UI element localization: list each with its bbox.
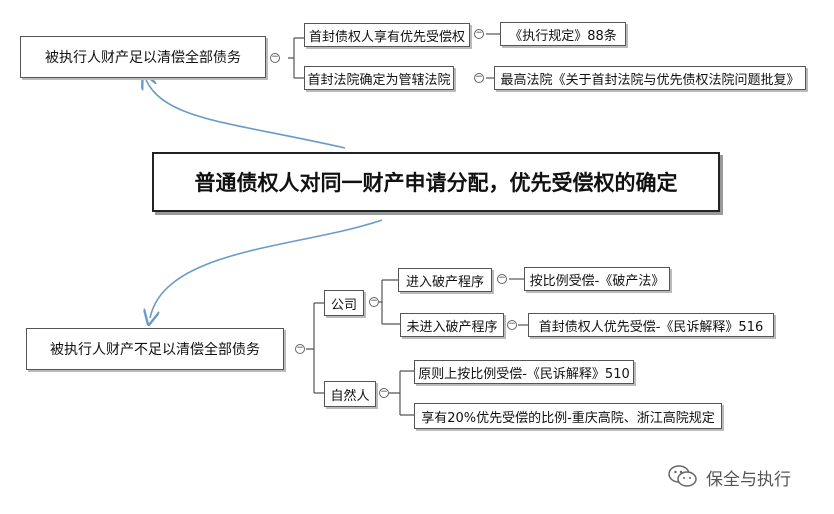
collapse-toggle-icon[interactable]: − <box>474 72 484 83</box>
branch-sufficient-label: 被执行人财产足以清偿全部债务 <box>45 50 241 66</box>
collapse-toggle-icon[interactable]: − <box>507 319 517 330</box>
watermark: 保全与执行 <box>668 464 791 490</box>
wechat-icon <box>668 465 697 487</box>
node-company-label: 公司 <box>330 297 357 313</box>
collapse-toggle-icon[interactable]: − <box>369 296 379 307</box>
node-enforcement-rule-88[interactable]: 《执行规定》88条 <box>500 22 626 46</box>
node-pro-rata-510[interactable]: 原则上按比例受偿-《民诉解释》510 <box>414 360 634 384</box>
arrow-to-insufficient <box>150 219 383 318</box>
node-natural-person-label: 自然人 <box>330 388 370 404</box>
node-civil-procedure-516[interactable]: 首封债权人优先受偿-《民诉解释》516 <box>528 313 774 337</box>
node-bankruptcy-law[interactable]: 按比例受偿-《破产法》 <box>524 267 670 291</box>
root-topic-label: 普通债权人对同一财产申请分配，优先受偿权的确定 <box>194 171 678 195</box>
node-supreme-court-reply[interactable]: 最高法院《关于首封法院与优先债权法院问题批复》 <box>494 66 806 90</box>
node-pro-rata-510-label: 原则上按比例受偿-《民诉解释》510 <box>418 366 630 382</box>
node-first-seizure-priority[interactable]: 首封债权人享有优先受偿权 <box>304 23 470 47</box>
node-bankruptcy[interactable]: 进入破产程序 <box>398 268 492 292</box>
branch-insufficient-label: 被执行人财产不足以清偿全部债务 <box>50 342 260 358</box>
branch-sufficient[interactable]: 被执行人财产足以清偿全部债务 <box>20 36 266 78</box>
node-bankruptcy-label: 进入破产程序 <box>405 274 484 290</box>
collapse-toggle-icon[interactable]: − <box>497 273 507 284</box>
collapse-toggle-icon[interactable]: − <box>295 343 305 354</box>
node-first-seizure-priority-label: 首封债权人享有优先受偿权 <box>308 29 465 45</box>
node-enforcement-rule-88-label: 《执行规定》88条 <box>509 28 617 44</box>
root-topic[interactable]: 普通债权人对同一财产申请分配，优先受偿权的确定 <box>152 152 720 212</box>
node-no-bankruptcy-label: 未进入破产程序 <box>406 319 498 335</box>
node-first-seizure-court-label: 首封法院确定为管辖法院 <box>307 72 451 88</box>
node-company[interactable]: 公司 <box>324 290 364 316</box>
collapse-toggle-icon[interactable]: − <box>270 52 280 63</box>
node-civil-procedure-516-label: 首封债权人优先受偿-《民诉解释》516 <box>538 319 764 335</box>
arrow-to-sufficient <box>146 80 346 149</box>
branch-insufficient[interactable]: 被执行人财产不足以清偿全部债务 <box>26 328 284 370</box>
collapse-toggle-icon[interactable]: − <box>379 387 389 398</box>
node-bankruptcy-law-label: 按比例受偿-《破产法》 <box>529 273 665 289</box>
node-first-seizure-court[interactable]: 首封法院确定为管辖法院 <box>304 66 454 90</box>
watermark-text: 保全与执行 <box>706 469 791 490</box>
node-twenty-percent-priority-label: 享有20%优先受偿的比例-重庆高院、浙江高院规定 <box>421 410 715 426</box>
node-no-bankruptcy[interactable]: 未进入破产程序 <box>400 313 504 337</box>
node-supreme-court-reply-label: 最高法院《关于首封法院与优先债权法院问题批复》 <box>500 72 800 88</box>
collapse-toggle-icon[interactable]: − <box>474 28 484 39</box>
node-twenty-percent-priority[interactable]: 享有20%优先受偿的比例-重庆高院、浙江高院规定 <box>414 403 722 429</box>
node-natural-person[interactable]: 自然人 <box>324 381 376 407</box>
